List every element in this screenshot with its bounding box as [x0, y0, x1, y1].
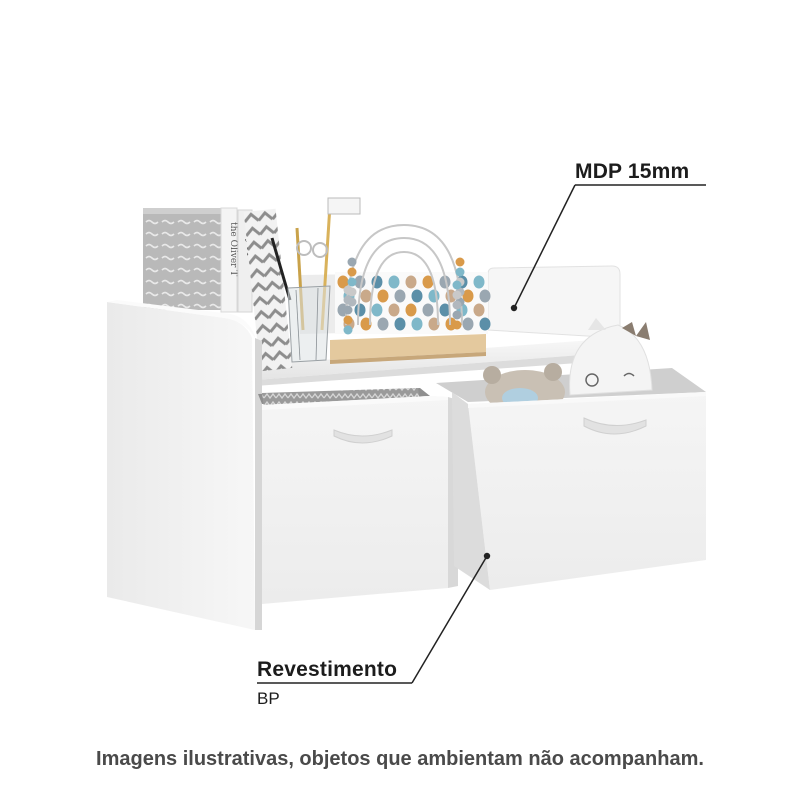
decor-dot [479, 317, 491, 331]
decor-dot [354, 303, 366, 317]
abacus-bead [343, 325, 353, 335]
left-side-panel [107, 300, 262, 630]
decor-dot [411, 289, 423, 303]
pen-cup [270, 197, 361, 363]
abacus-bead [343, 285, 353, 295]
abacus-bead [452, 310, 462, 320]
book-white-1 [220, 207, 238, 313]
top-shelf [255, 338, 620, 380]
decor-dot [428, 317, 440, 331]
decor-dot [377, 317, 389, 331]
material-callout-title: MDP 15mm [575, 160, 690, 183]
abacus-bead [343, 305, 353, 315]
decor-dot [479, 289, 491, 303]
decor-dot [428, 289, 440, 303]
callout-line-finish [257, 552, 491, 684]
decor-dot [371, 303, 383, 317]
abacus-bead [347, 277, 357, 287]
abacus-bead [455, 257, 465, 267]
abacus-bead [347, 267, 357, 277]
callout-line-material [510, 184, 706, 312]
decor-dot [405, 303, 417, 317]
decor-dot [462, 289, 474, 303]
abacus-bead [455, 267, 465, 277]
right-drawer-handle [583, 417, 647, 435]
finish-callout-subtitle: BP [257, 689, 280, 708]
book-waves [143, 208, 221, 310]
abacus-bead [452, 290, 462, 300]
abacus-bead [452, 280, 462, 290]
abacus-bead [452, 320, 462, 330]
book-spine-1: the Oliver T [228, 222, 238, 276]
decor-dot [360, 317, 372, 331]
decor-dot [462, 317, 474, 331]
abacus-bead [452, 300, 462, 310]
abacus-bead [347, 257, 357, 267]
decor-dot [337, 275, 349, 289]
decor-dot [388, 303, 400, 317]
decor-dot [473, 275, 485, 289]
decor-dot [411, 317, 423, 331]
decor-dot [439, 303, 451, 317]
left-drawer [258, 388, 458, 604]
books: the Oliver T Gary M [143, 207, 293, 372]
decor-dot [360, 289, 372, 303]
bead-abacus [330, 223, 486, 364]
decor-dot [405, 275, 417, 289]
decor-dot [388, 275, 400, 289]
decor-dot [394, 289, 406, 303]
decor-dot [422, 275, 434, 289]
right-drawer [436, 318, 706, 590]
finish-callout-title: Revestimento [257, 658, 398, 681]
decor-dot [377, 289, 389, 303]
decor-dot [422, 303, 434, 317]
left-drawer-handle [333, 429, 393, 444]
decor-dot [473, 303, 485, 317]
abacus-bead [343, 315, 353, 325]
decor-dot [394, 317, 406, 331]
disclaimer-text: Imagens ilustrativas, objetos que ambien… [96, 748, 704, 770]
abacus-bead [343, 295, 353, 305]
book-chevron [243, 208, 293, 372]
